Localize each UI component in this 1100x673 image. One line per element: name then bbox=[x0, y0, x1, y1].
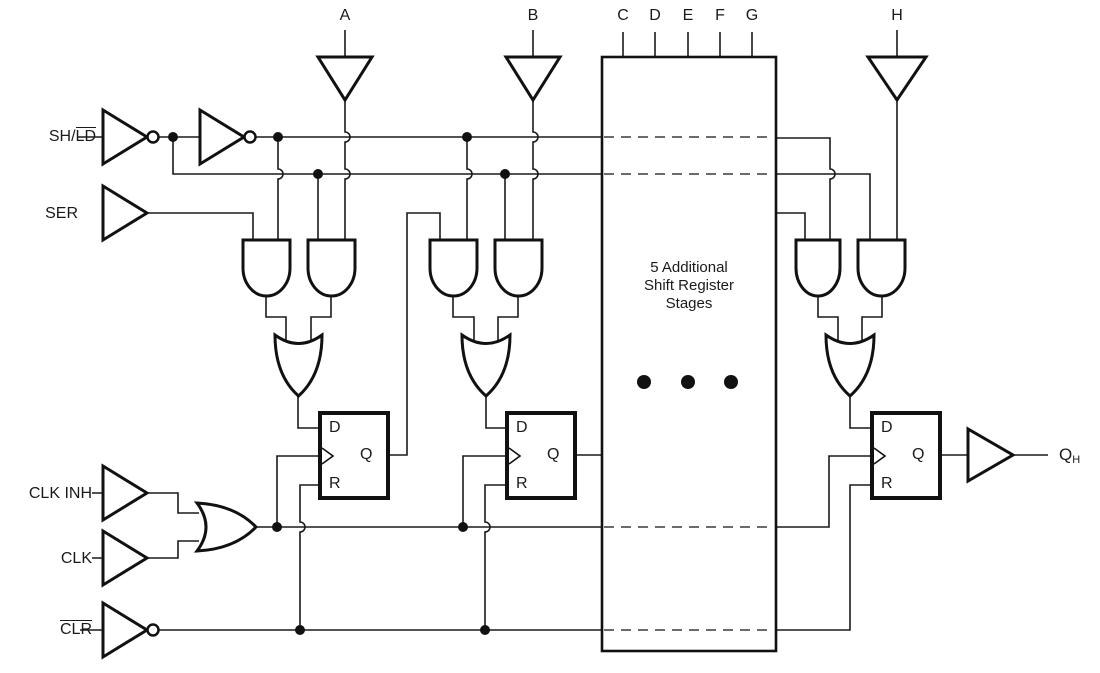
ser-wire bbox=[147, 212, 254, 241]
stage1-shift-tap bbox=[277, 137, 284, 241]
qh-subscript: H bbox=[1072, 454, 1081, 466]
sh-ld-inverter bbox=[101, 107, 150, 167]
input-h-buffer bbox=[865, 55, 929, 103]
label-clk: CLK bbox=[60, 550, 92, 567]
gate-layer bbox=[193, 238, 907, 553]
sh-ld-inverter-2 bbox=[198, 107, 247, 167]
label-input-b: B bbox=[527, 7, 539, 24]
stageh-or-to-d bbox=[849, 394, 874, 429]
dashed-bus-lines bbox=[604, 136, 774, 631]
stage-box-line1: 5 Additional bbox=[650, 259, 728, 276]
label-input-h: H bbox=[891, 7, 903, 24]
input-b-wire bbox=[532, 30, 539, 241]
stage2-or-to-d bbox=[485, 394, 509, 429]
load-line bbox=[172, 137, 602, 175]
shift-line-right bbox=[777, 137, 836, 241]
and-gate bbox=[306, 238, 357, 298]
input-stub-wires bbox=[77, 136, 103, 631]
inverter-bubbles bbox=[146, 130, 257, 637]
output-buffer bbox=[966, 426, 1016, 484]
clock-or-gate bbox=[193, 501, 259, 553]
ff2-port-r: R bbox=[516, 475, 528, 492]
label-clk-inh: CLK INH bbox=[28, 485, 92, 502]
or-gate bbox=[824, 332, 876, 398]
clear-right bbox=[777, 484, 874, 631]
label-input-e: E bbox=[682, 7, 694, 24]
clr-overline: CLR bbox=[59, 620, 92, 638]
stage1-or-to-d bbox=[297, 394, 322, 429]
label-input-c: C bbox=[617, 7, 629, 24]
clock-right bbox=[777, 455, 874, 528]
input-a-wire bbox=[344, 30, 351, 241]
label-output-qh: QH bbox=[1059, 445, 1080, 470]
ff3-port-r: R bbox=[881, 475, 893, 492]
stage1-and-to-or bbox=[265, 295, 332, 351]
or-gate bbox=[460, 332, 512, 398]
label-input-a: A bbox=[339, 7, 351, 24]
label-input-f: F bbox=[715, 7, 725, 24]
input-b-buffer bbox=[503, 55, 563, 103]
stage2-shift-tap bbox=[466, 137, 473, 241]
clock-wedge-icon bbox=[321, 447, 335, 465]
ser-buffer bbox=[101, 183, 150, 243]
and-gate bbox=[493, 238, 544, 298]
ff2-port-d: D bbox=[516, 419, 528, 436]
cdefg-stubs bbox=[622, 32, 753, 57]
q1-to-stage2 bbox=[388, 212, 441, 456]
stageh-and-to-or bbox=[817, 295, 883, 351]
bubble-1 bbox=[146, 130, 160, 144]
clear-branch-1 bbox=[299, 484, 322, 630]
qh-base: Q bbox=[1059, 445, 1073, 464]
clear-branch-2 bbox=[484, 484, 509, 630]
additional-stages-box bbox=[600, 55, 778, 653]
clr-inverter bbox=[101, 600, 150, 660]
or-gate bbox=[273, 332, 324, 399]
stage-box-text: 5 Additional Shift Register Stages bbox=[602, 259, 776, 313]
clock-wedge-icon bbox=[508, 447, 522, 465]
ff3-port-d: D bbox=[881, 419, 893, 436]
load-line-right bbox=[777, 173, 871, 241]
stage2-and-to-or bbox=[452, 295, 519, 351]
stage-box-line2: Shift Register bbox=[643, 277, 735, 294]
label-input-g: G bbox=[745, 7, 759, 24]
clk-inh-buffer bbox=[101, 463, 150, 523]
and-gate bbox=[241, 238, 292, 298]
serial-right bbox=[777, 212, 806, 241]
label-sh-ld: SH/LD bbox=[14, 127, 96, 146]
bubble-2 bbox=[243, 130, 257, 144]
ff2-port-q: Q bbox=[547, 446, 560, 463]
buffer-layer bbox=[101, 55, 1016, 660]
ff1-port-r: R bbox=[329, 475, 341, 492]
ff3-port-q: Q bbox=[912, 446, 925, 463]
clock-wedges bbox=[321, 447, 887, 465]
wire-layer bbox=[77, 30, 1048, 631]
and-gate bbox=[794, 238, 842, 298]
junction-dots bbox=[168, 132, 510, 635]
clock-or-inputs bbox=[147, 492, 199, 559]
ff1-port-d: D bbox=[329, 419, 341, 436]
clock-wedge-icon bbox=[873, 447, 887, 465]
stage-box-line3: Stages bbox=[665, 295, 713, 312]
sh-ld-overline: LD bbox=[75, 127, 96, 145]
and-gate bbox=[856, 238, 907, 298]
label-clr: CLR bbox=[14, 620, 92, 639]
flip-flop-layer bbox=[318, 411, 942, 500]
and-gate bbox=[428, 238, 479, 298]
label-ser: SER bbox=[45, 205, 78, 222]
ff1-port-q: Q bbox=[360, 446, 373, 463]
input-a-buffer bbox=[315, 55, 375, 103]
clock-branches bbox=[276, 455, 509, 527]
sh-ld-prefix: SH/ bbox=[48, 128, 76, 145]
clk-buffer bbox=[101, 528, 150, 588]
clr-bubble bbox=[146, 623, 160, 637]
ellipsis-dots bbox=[637, 375, 738, 389]
label-input-d: D bbox=[649, 7, 661, 24]
